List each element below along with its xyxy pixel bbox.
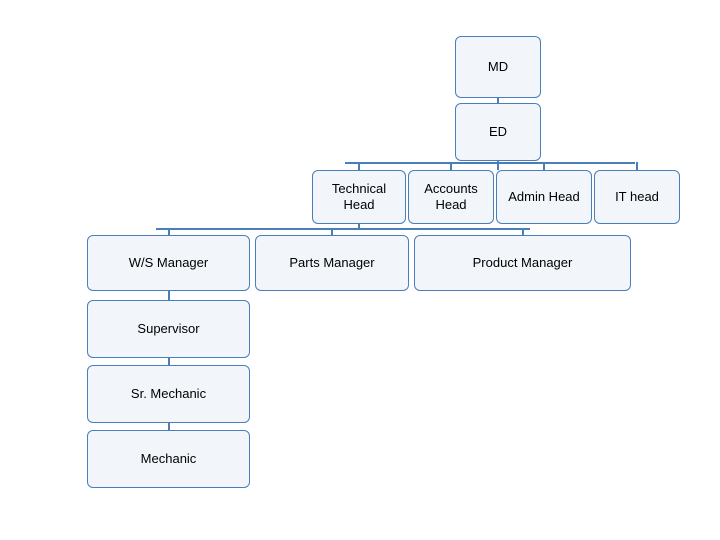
connector-tech-head-to-bus xyxy=(358,224,360,230)
node-sr-mechanic[interactable]: Sr. Mechanic xyxy=(87,365,250,423)
node-label-mechanic: Mechanic xyxy=(140,450,197,466)
connector-supervisor-to-sr xyxy=(168,358,170,366)
node-admin-head[interactable]: Admin Head xyxy=(496,170,592,224)
connector-md-to-ed xyxy=(497,98,499,103)
node-label-admin-head: Admin Head xyxy=(508,188,580,204)
node-md[interactable]: MD xyxy=(455,36,541,98)
node-label-parts-manager: Parts Manager xyxy=(289,254,375,270)
connector-parts-manager-up xyxy=(331,228,333,236)
node-ed[interactable]: ED xyxy=(455,103,541,161)
connector-ws-to-supervisor xyxy=(168,291,170,301)
node-mechanic[interactable]: Mechanic xyxy=(87,430,250,488)
node-label-supervisor: Supervisor xyxy=(137,320,200,336)
node-parts-manager[interactable]: Parts Manager xyxy=(255,235,409,291)
connector-accounts-head-down xyxy=(450,162,452,170)
node-label-sr-mechanic: Sr. Mechanic xyxy=(130,385,207,401)
connector-ed-bus xyxy=(345,162,635,164)
node-it-head[interactable]: IT head xyxy=(594,170,680,224)
node-label-md: MD xyxy=(487,58,509,74)
connector-ws-manager-up xyxy=(168,228,170,236)
node-label-technical-head: Technical Head xyxy=(331,180,387,212)
node-label-ws-manager: W/S Manager xyxy=(128,254,209,270)
node-technical-head[interactable]: Technical Head xyxy=(312,170,406,224)
node-accounts-head[interactable]: Accounts Head xyxy=(408,170,494,224)
connector-admin-head-down xyxy=(543,162,545,170)
node-supervisor[interactable]: Supervisor xyxy=(87,300,250,358)
node-product-manager[interactable]: Product Manager xyxy=(414,235,631,291)
connector-tech-head-down xyxy=(358,162,360,170)
connector-heads-bus xyxy=(156,228,530,230)
node-ws-manager[interactable]: W/S Manager xyxy=(87,235,250,291)
node-label-ed: ED xyxy=(488,123,508,139)
node-label-accounts-head: Accounts Head xyxy=(424,180,478,212)
connector-it-head-down xyxy=(636,162,638,170)
connector-product-manager-up xyxy=(522,228,524,236)
connector-ed-down xyxy=(497,161,499,170)
node-label-it-head: IT head xyxy=(615,188,659,204)
node-label-product-manager: Product Manager xyxy=(472,254,573,270)
connector-sr-to-mechanic xyxy=(168,423,170,431)
